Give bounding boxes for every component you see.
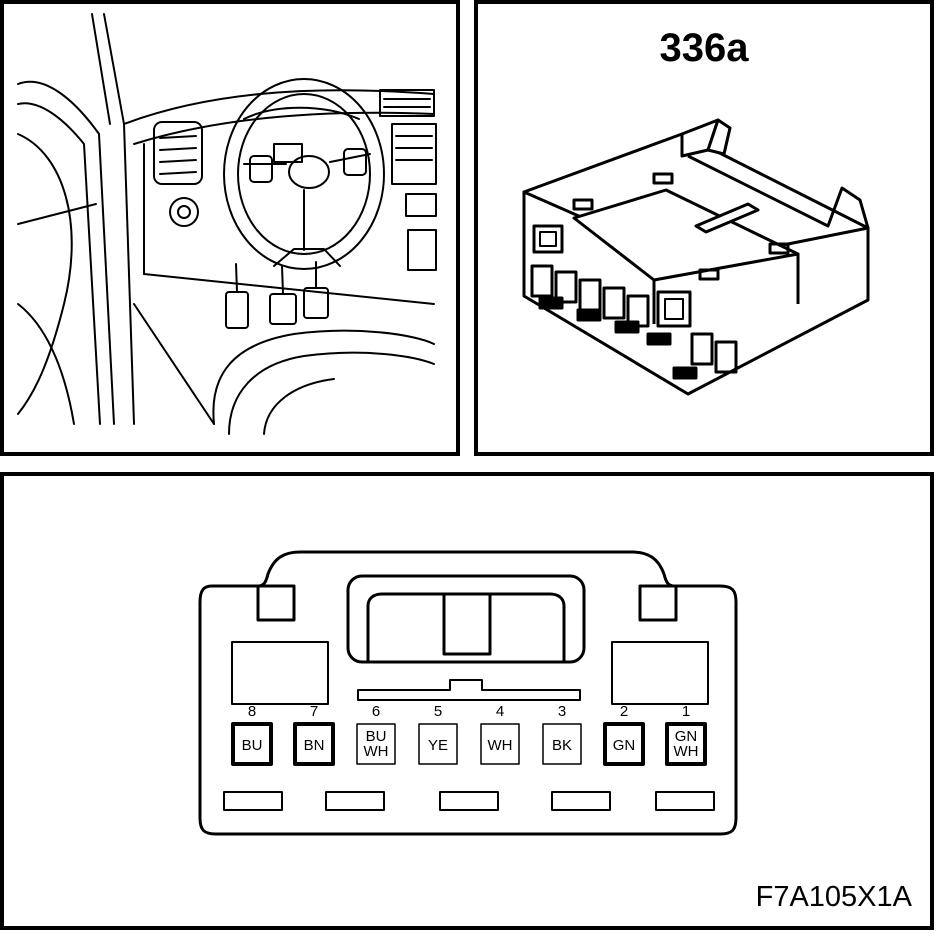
connector-3d-illustration	[522, 118, 870, 396]
pin-cavity	[356, 723, 396, 765]
pin-cavity	[542, 723, 582, 765]
wire-color-label: BU	[242, 737, 263, 754]
wire-color-label: GN	[675, 728, 698, 745]
side-block-left	[231, 641, 329, 705]
wire-color-label: BU	[366, 728, 387, 745]
pin-cavity	[231, 722, 273, 766]
wire-color-label: YE	[428, 737, 448, 754]
bottom-slot	[223, 791, 283, 811]
pin-number: 1	[682, 703, 690, 720]
wire-color-label: BK	[552, 737, 572, 754]
pin-number: 7	[310, 703, 318, 720]
connector-housing-outline	[198, 550, 738, 836]
pin-number: 3	[558, 703, 566, 720]
latch-tab	[442, 592, 492, 656]
pin-cavity	[603, 722, 645, 766]
pin-3: 3BK	[542, 703, 582, 765]
pin-8: 8BU	[231, 703, 273, 766]
bottom-slot	[439, 791, 499, 811]
pin-2: 2GN	[603, 703, 645, 766]
connector-3d-view: 336a	[474, 0, 934, 456]
wire-color-label: BN	[304, 737, 325, 754]
pin-number: 8	[248, 703, 256, 720]
connector-id-label: 336a	[659, 26, 749, 70]
latch-window	[346, 574, 586, 664]
figure-code-label: F7A105X1A	[755, 881, 912, 913]
bottom-slot	[655, 791, 715, 811]
pin-5: 5YE	[418, 703, 458, 765]
keying-rail	[357, 679, 581, 701]
pin-cavity	[418, 723, 458, 765]
pin-4: 4WH	[480, 703, 520, 765]
wire-color-label: WH	[488, 737, 513, 754]
pin-cavity	[480, 723, 520, 765]
wire-color-label: WH	[364, 743, 389, 760]
side-block-right	[611, 641, 709, 705]
wire-color-label: WH	[674, 743, 699, 760]
pin-cavity	[665, 722, 707, 766]
vehicle-interior-illustration	[17, 13, 437, 435]
bottom-slot	[325, 791, 385, 811]
vehicle-interior-view	[0, 0, 460, 456]
latch-notch-left	[256, 584, 296, 622]
pin-number: 4	[496, 703, 504, 720]
bottom-slot	[551, 791, 611, 811]
pin-cavity	[293, 722, 335, 766]
latch-notch-right	[638, 584, 678, 622]
pin-number: 5	[434, 703, 442, 720]
wire-color-label: GN	[613, 737, 636, 754]
pin-number: 6	[372, 703, 380, 720]
pin-7: 7BN	[293, 703, 335, 766]
pin-number: 2	[620, 703, 628, 720]
